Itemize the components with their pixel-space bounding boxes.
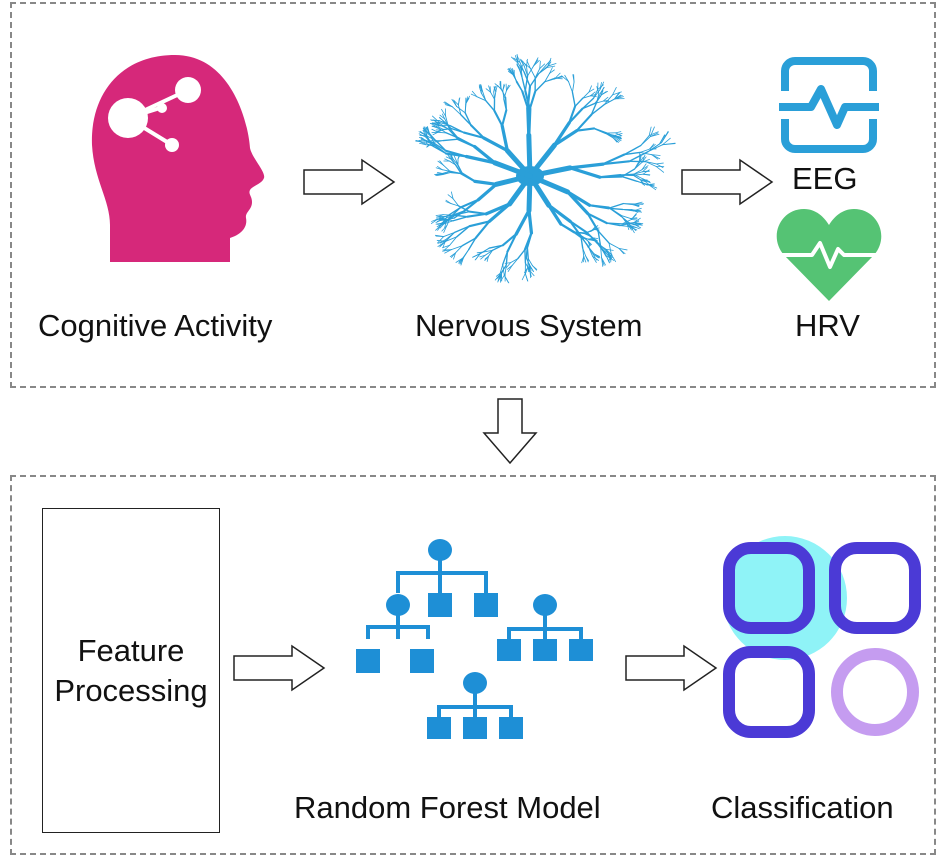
neuron-branch bbox=[502, 110, 506, 126]
neuron-branch bbox=[457, 226, 470, 237]
neuron-branch bbox=[535, 82, 545, 92]
neuron-branch bbox=[512, 258, 518, 265]
neuron-branch bbox=[568, 81, 572, 92]
neuron-branch bbox=[514, 74, 517, 82]
eeg-label: EEG bbox=[792, 161, 857, 197]
neuron-branch bbox=[494, 87, 495, 92]
neuron-branch bbox=[562, 76, 569, 82]
neuron-branch bbox=[458, 139, 475, 146]
neuron-branch bbox=[458, 99, 459, 105]
neuron-branch bbox=[572, 92, 575, 106]
neuron-branch bbox=[486, 101, 495, 111]
neuron-branch bbox=[641, 136, 649, 146]
neuron-branch bbox=[631, 219, 638, 220]
neuron-branch bbox=[461, 174, 475, 182]
neuron-branch bbox=[530, 68, 535, 77]
hrv-label: HRV bbox=[795, 308, 860, 344]
decision-tree-icon bbox=[350, 535, 600, 775]
neuron-branch bbox=[663, 144, 676, 145]
feature-line: Feature bbox=[54, 631, 207, 671]
heart-pulse-icon bbox=[774, 205, 884, 305]
neuron-branch bbox=[518, 250, 525, 259]
arrow-right-icon bbox=[230, 643, 330, 693]
neuron-branch bbox=[463, 250, 468, 258]
neuron-branch bbox=[511, 258, 518, 262]
cognitive-activity-label: Cognitive Activity bbox=[38, 308, 272, 344]
neuron-branch bbox=[517, 82, 523, 91]
neuron-branch bbox=[582, 98, 593, 108]
neuron-branch bbox=[616, 132, 621, 133]
neuron-branch bbox=[575, 98, 583, 106]
arrow-right-icon bbox=[622, 643, 722, 693]
neuron-branch bbox=[649, 127, 651, 136]
neuron-branch bbox=[609, 243, 619, 248]
neuron-branch bbox=[532, 266, 536, 270]
neuron-branch bbox=[620, 174, 633, 175]
neuron-branch bbox=[443, 139, 458, 140]
neuron-branch bbox=[659, 135, 665, 144]
feature-processing-box: Feature Processing bbox=[42, 508, 220, 833]
neuron-branch bbox=[622, 177, 637, 182]
neuron-branch bbox=[570, 168, 600, 177]
neuron-branch bbox=[594, 128, 605, 133]
neuron-branch bbox=[528, 108, 529, 135]
arrow-right-icon bbox=[678, 157, 778, 207]
neuron-branch bbox=[525, 250, 526, 263]
neuron-branch bbox=[529, 211, 531, 233]
head-network-icon bbox=[80, 50, 270, 270]
eeg-monitor-icon bbox=[779, 55, 879, 155]
neuron-branch bbox=[635, 162, 641, 169]
neuron-icon bbox=[390, 38, 690, 298]
neuron-branch bbox=[416, 141, 423, 142]
neuron-branch bbox=[516, 211, 529, 235]
neuron-branch bbox=[467, 214, 486, 217]
processing-line: Processing bbox=[54, 671, 207, 711]
neuron-branch bbox=[437, 172, 442, 173]
neuron-branch bbox=[648, 143, 662, 152]
arrow-down-icon bbox=[480, 395, 540, 467]
neuron-branch bbox=[522, 273, 525, 279]
neuron-branch bbox=[540, 61, 541, 68]
neuron-branch bbox=[478, 184, 496, 199]
neuron-branch bbox=[607, 223, 622, 224]
feature-processing-text: Feature Processing bbox=[54, 631, 207, 711]
arrow-right-icon bbox=[300, 157, 400, 207]
app-grid-icon bbox=[723, 538, 923, 738]
neuron-branch bbox=[461, 115, 471, 125]
neuron-branch bbox=[590, 205, 609, 208]
classification-label: Classification bbox=[711, 790, 894, 826]
neuron-branch bbox=[494, 111, 502, 126]
neuron-branch bbox=[528, 66, 534, 76]
neuron-branch bbox=[475, 181, 496, 184]
neuron-branch bbox=[529, 135, 530, 176]
neuron-branch bbox=[441, 109, 445, 116]
neuron-branch bbox=[465, 113, 471, 125]
neuron-branch bbox=[609, 204, 623, 209]
neuron-branch bbox=[570, 164, 603, 168]
neuron-branch bbox=[656, 163, 663, 164]
neuron-branch bbox=[455, 226, 470, 232]
nervous-system-label: Nervous System bbox=[415, 308, 642, 344]
neuron-branch bbox=[454, 156, 456, 160]
neuron-branch bbox=[572, 82, 574, 92]
random-forest-label: Random Forest Model bbox=[294, 790, 601, 826]
neuron-branch bbox=[525, 273, 528, 281]
neuron-branch bbox=[503, 90, 504, 98]
neuron-branch bbox=[530, 92, 535, 109]
